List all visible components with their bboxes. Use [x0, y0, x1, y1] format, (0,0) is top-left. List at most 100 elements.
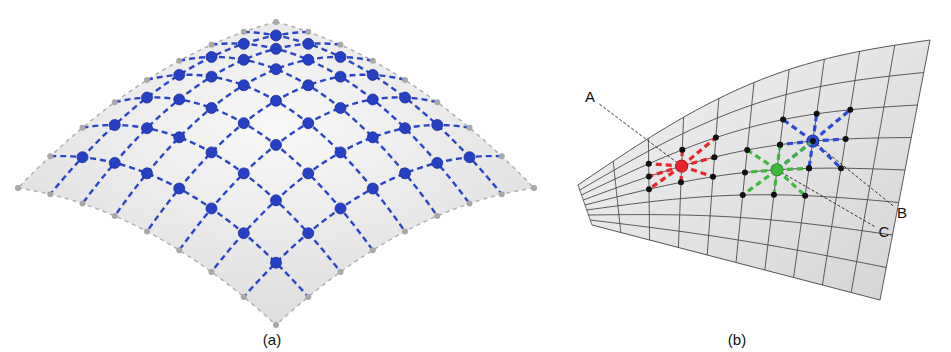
label-anchor: (a): [263, 331, 281, 349]
surface: [18, 22, 534, 325]
control-node: [206, 147, 217, 158]
boundary-line: [276, 188, 534, 325]
stencil: [740, 138, 816, 199]
leader-line: [777, 170, 875, 227]
control-node: [206, 71, 217, 82]
neighbor-vertex: [646, 186, 652, 192]
panel-b-figure: [578, 40, 930, 300]
boundary-node: [370, 58, 376, 64]
boundary-node: [209, 269, 215, 275]
control-node: [206, 203, 217, 214]
panel-a-figure: [15, 19, 537, 328]
grid-line: [179, 57, 437, 216]
control-node: [271, 64, 282, 75]
neighbor-vertex: [843, 136, 849, 142]
neighbor-vertex: [838, 165, 844, 171]
control-node: [174, 132, 185, 143]
grid-line: [179, 97, 437, 250]
control-node: [400, 168, 411, 179]
control-node: [367, 183, 378, 194]
neighbor-vertex: [777, 142, 783, 148]
control-node: [303, 38, 314, 49]
boundary-node: [434, 99, 440, 105]
control-node: [238, 168, 249, 179]
grid-line: [147, 75, 405, 232]
control-node: [367, 94, 378, 105]
center-vertex: [771, 164, 783, 176]
stencil: [646, 135, 719, 193]
neighbor-vertex: [711, 154, 717, 160]
grid-line: [50, 32, 308, 194]
control-node: [303, 54, 314, 65]
callout-letter: C: [879, 223, 890, 241]
boundary-line: [18, 188, 276, 325]
control-node: [335, 102, 346, 113]
control-node: [271, 43, 282, 54]
boundary-node: [402, 77, 408, 83]
control-node: [238, 118, 249, 129]
grid-line: [83, 125, 341, 272]
control-node: [400, 123, 411, 134]
boundary-node: [144, 229, 150, 235]
boundary-node: [273, 19, 279, 25]
mesh-edge: [585, 168, 905, 205]
neighbor-vertex: [802, 193, 808, 199]
control-node: [206, 51, 217, 62]
grid-line: [147, 75, 405, 232]
mesh-edge: [590, 220, 886, 268]
control-node: [206, 102, 217, 113]
boundary-node: [47, 191, 53, 197]
neighbor-vertex: [771, 192, 777, 198]
boundary-node: [80, 125, 86, 131]
neighbor-vertex: [780, 117, 786, 123]
boundary-node: [241, 29, 247, 35]
neighbor-vertex: [710, 174, 716, 180]
neighbor-vertex: [847, 107, 853, 113]
grid-line: [115, 97, 373, 250]
neighbor-vertex: [777, 142, 783, 148]
stencil-spoke: [777, 141, 813, 170]
boundary-node: [402, 229, 408, 235]
mesh-edge: [580, 73, 924, 191]
grid-line: [115, 57, 373, 216]
boundary-node: [499, 191, 505, 197]
boundary-node: [80, 201, 86, 207]
neighbor-vertex: [806, 165, 812, 171]
leader-line: [813, 141, 893, 206]
boundary-node: [499, 153, 505, 159]
control-node: [335, 147, 346, 158]
control-node: [271, 30, 282, 41]
control-node: [271, 257, 282, 268]
boundary-node: [112, 213, 118, 219]
control-node: [303, 228, 314, 239]
grid-line: [244, 32, 502, 194]
center-vertex: [807, 135, 819, 147]
neighbor-vertex: [713, 135, 719, 141]
boundary-node: [338, 269, 344, 275]
grid-line: [244, 156, 502, 297]
neighbor-vertex: [679, 147, 685, 153]
grid-nodes: [15, 19, 537, 328]
control-node: [464, 152, 475, 163]
mesh-surface: [578, 40, 930, 300]
neighbor-vertex: [806, 165, 812, 171]
control-node: [271, 195, 282, 206]
mesh-lines: [580, 45, 924, 292]
control-node: [109, 120, 120, 131]
boundary-node: [112, 99, 118, 105]
neighbor-vertex: [744, 147, 750, 153]
control-node: [335, 203, 346, 214]
control-node: [109, 157, 120, 168]
control-node: [303, 80, 314, 91]
control-node: [142, 92, 153, 103]
neighbor-vertex: [646, 173, 652, 179]
mesh-edge: [582, 105, 918, 195]
control-node: [400, 92, 411, 103]
control-node: [238, 228, 249, 239]
label-anchor: A: [585, 88, 595, 106]
neighbor-vertex: [678, 179, 684, 185]
control-node: [271, 95, 282, 106]
neighbor-vertex: [646, 161, 652, 167]
